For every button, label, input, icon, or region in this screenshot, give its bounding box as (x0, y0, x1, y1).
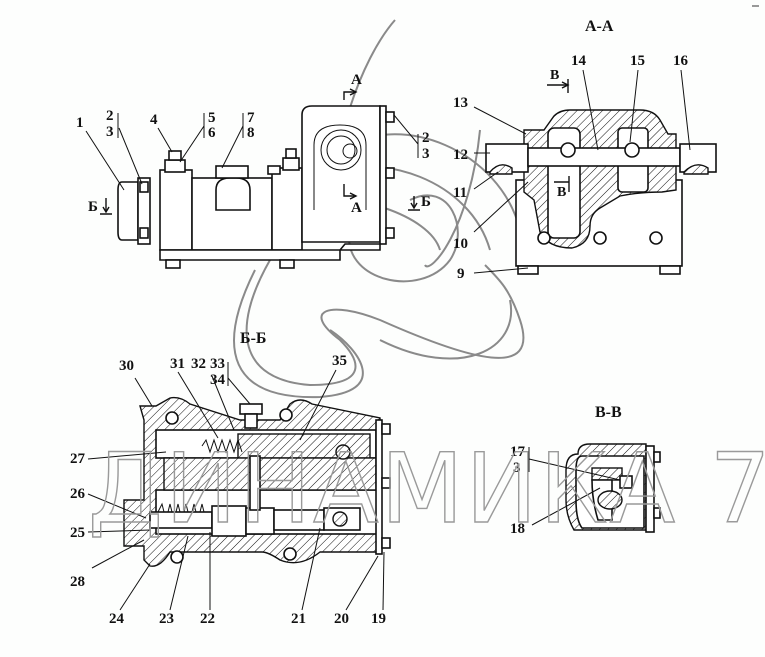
callout-16: 16 (673, 53, 689, 69)
main-view: А А Б Б 1 2 3 4 5 6 7 8 2 3 (76, 72, 431, 269)
section-bb-view: Б-Б 30 31 32 33 34 (70, 330, 391, 627)
callout-3-right: 3 (422, 146, 430, 162)
callout-24: 24 (109, 611, 125, 627)
side-plate (379, 105, 387, 245)
callout-2-right: 2 (422, 130, 430, 146)
callout-19: 19 (371, 611, 386, 627)
callout-30: 30 (119, 358, 134, 374)
callout-12: 12 (453, 147, 468, 163)
callout-27: 27 (70, 451, 86, 467)
section-vv-title: В-В (595, 404, 622, 421)
callout-6: 6 (208, 125, 216, 141)
callout-14: 14 (571, 53, 587, 69)
callout-23: 23 (159, 611, 174, 627)
callout-31: 31 (170, 356, 185, 372)
callout-15: 15 (630, 53, 645, 69)
section-vv-view: В-В 17 3 18 (510, 404, 661, 537)
callout-22: 22 (200, 611, 215, 627)
corner-mark (752, 5, 759, 7)
section-marker-b-left: Б (88, 199, 98, 215)
callout-21: 21 (291, 611, 306, 627)
section-aa-title: А-А (585, 18, 614, 35)
callout-5: 5 (208, 110, 216, 126)
callout-1: 1 (76, 115, 84, 131)
callout-4: 4 (150, 112, 158, 128)
callout-28: 28 (70, 574, 85, 590)
section-bb-title: Б-Б (240, 330, 266, 347)
housing-step (271, 167, 303, 251)
callout-2: 2 (106, 108, 114, 124)
section-marker-a-bottom: А (351, 200, 362, 216)
callout-18: 18 (510, 521, 525, 537)
callout-25: 25 (70, 525, 85, 541)
callout-11: 11 (453, 185, 467, 201)
callout-34: 34 (210, 372, 226, 388)
callout-33: 33 (210, 356, 225, 372)
dome-cover (215, 177, 251, 211)
section-marker-a-top: А (351, 72, 362, 88)
bolt-head (139, 181, 149, 193)
section-marker-v-bottom: В (557, 185, 566, 200)
callout-3-vv: 3 (513, 460, 521, 476)
section-marker-b-right: Б (421, 194, 431, 210)
end-cap (117, 181, 139, 241)
callout-8: 8 (247, 125, 255, 141)
bolt-head (139, 227, 149, 239)
callout-26: 26 (70, 486, 86, 502)
callout-9: 9 (457, 266, 465, 282)
callout-17: 17 (510, 444, 526, 460)
valve-block (159, 169, 193, 251)
callout-3: 3 (106, 124, 114, 140)
bb-upper-spring (201, 438, 243, 454)
watermark-text: ДИНАМИКА 76 (88, 433, 765, 545)
callout-13: 13 (453, 95, 468, 111)
section-marker-v-top: В (550, 68, 559, 83)
section-aa-view: А-А В В 9 10 11 12 13 14 (453, 18, 717, 282)
callout-32: 32 (191, 356, 206, 372)
callout-10: 10 (453, 236, 468, 252)
callout-35: 35 (332, 353, 347, 369)
callout-7: 7 (247, 110, 255, 126)
callout-20: 20 (334, 611, 349, 627)
